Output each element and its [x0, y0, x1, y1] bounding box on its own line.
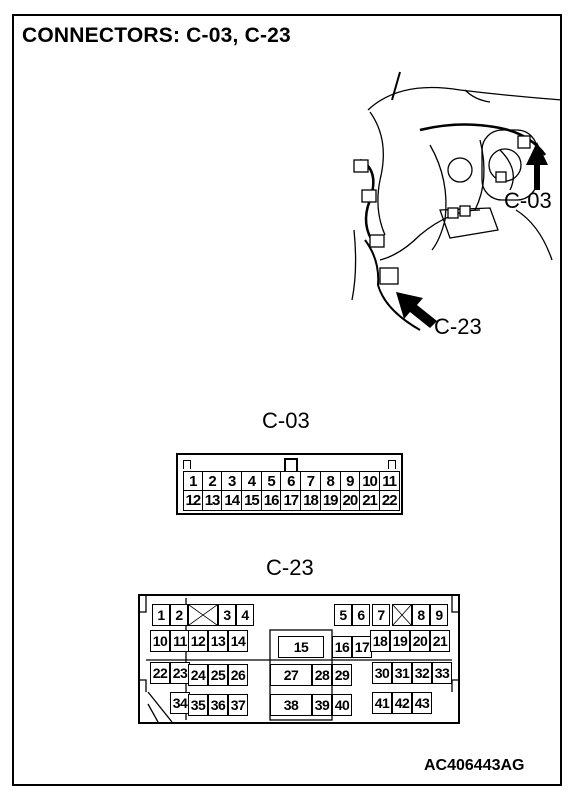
- pin-43: 43: [412, 692, 432, 714]
- pin-20: 20: [410, 630, 430, 652]
- pin-16: 16: [332, 636, 352, 658]
- pin-36: 36: [208, 694, 228, 716]
- pin-14: 14: [228, 630, 248, 652]
- pin-13: 13: [202, 491, 223, 511]
- pin-19: 19: [320, 491, 341, 511]
- page-title: CONNECTORS: C-03, C-23: [22, 24, 291, 47]
- pin-42: 42: [392, 692, 412, 714]
- pin-9: 9: [430, 604, 448, 626]
- pin-18: 18: [301, 491, 321, 511]
- pin-15: 15: [242, 491, 262, 511]
- pin-10: 10: [360, 471, 380, 491]
- pin-41: 41: [372, 692, 392, 714]
- pin-34: 34: [170, 692, 190, 714]
- pin-5: 5: [261, 471, 282, 491]
- connector-c03-caption: C-03: [262, 408, 310, 433]
- pin-6: 6: [281, 471, 302, 491]
- pin-29: 29: [332, 664, 352, 686]
- pin-17: 17: [281, 491, 302, 511]
- pin-32: 32: [412, 662, 432, 684]
- pin-21: 21: [430, 630, 450, 652]
- callout-c23: C-23: [434, 314, 482, 339]
- pin-4: 4: [236, 604, 254, 626]
- diagram-frame: [12, 14, 562, 786]
- pin-33: 33: [432, 662, 452, 684]
- pin-7: 7: [301, 471, 321, 491]
- empty-cavity: [392, 604, 412, 626]
- arrow-c23: [396, 292, 437, 328]
- pin-2: 2: [202, 471, 223, 491]
- pin-12: 12: [188, 630, 208, 652]
- pin-22: 22: [379, 491, 400, 511]
- connector-key: [284, 458, 298, 471]
- pin-37: 37: [228, 694, 248, 716]
- pin-28: 28: [312, 664, 332, 686]
- harness-illustration: [351, 71, 562, 331]
- pin-1: 1: [152, 604, 170, 626]
- pin-19: 19: [390, 630, 410, 652]
- pin-14: 14: [222, 491, 243, 511]
- pin-3: 3: [222, 471, 243, 491]
- pin-6: 6: [352, 604, 370, 626]
- pin-5: 5: [334, 604, 352, 626]
- pin-3: 3: [218, 604, 236, 626]
- pin-24: 24: [188, 664, 208, 686]
- pin-2: 2: [170, 604, 188, 626]
- connector-c23-caption: C-23: [266, 555, 314, 580]
- pin-38: 38: [270, 694, 312, 716]
- pin-22: 22: [150, 662, 170, 684]
- pin-12: 12: [183, 491, 203, 511]
- pin-11: 11: [170, 630, 190, 652]
- pin-18: 18: [370, 630, 390, 652]
- latch-left: [183, 460, 191, 469]
- figure-code: AC406443AG: [424, 757, 525, 774]
- pin-10: 10: [150, 630, 170, 652]
- pin-13: 13: [208, 630, 228, 652]
- arrow-c03: [526, 142, 548, 190]
- pin-11: 11: [379, 471, 400, 491]
- pin-40: 40: [332, 694, 352, 716]
- pin-8: 8: [320, 471, 341, 491]
- pin-39: 39: [312, 694, 332, 716]
- latch-right: [388, 460, 396, 469]
- pin-20: 20: [340, 491, 361, 511]
- pin-9: 9: [340, 471, 361, 491]
- pin-25: 25: [208, 664, 228, 686]
- pin-4: 4: [242, 471, 262, 491]
- pin-31: 31: [392, 662, 412, 684]
- pin-26: 26: [228, 664, 248, 686]
- empty-cavity: [188, 604, 218, 626]
- pin-7: 7: [372, 604, 390, 626]
- pin-27: 27: [270, 664, 312, 686]
- pin-23: 23: [170, 662, 190, 684]
- callout-c03: C-03: [504, 188, 552, 213]
- pin-21: 21: [360, 491, 380, 511]
- pin-1: 1: [183, 471, 203, 491]
- pin-8: 8: [412, 604, 430, 626]
- pin-35: 35: [188, 694, 208, 716]
- pin-16: 16: [261, 491, 282, 511]
- pin-30: 30: [372, 662, 392, 684]
- pin-17: 17: [352, 636, 372, 658]
- pin-15: 15: [278, 636, 324, 658]
